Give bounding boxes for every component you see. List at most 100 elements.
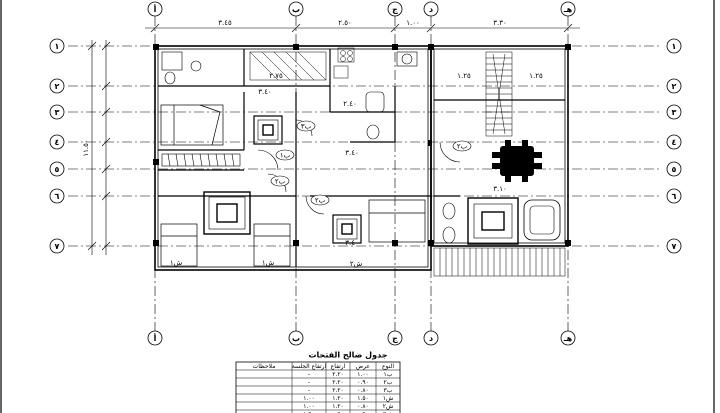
dining-table — [492, 140, 542, 182]
schedule-header-cell: النوع — [382, 363, 394, 370]
grid-label-horizontal: ٢ — [672, 82, 677, 91]
schedule-cell: ش١ — [383, 395, 394, 402]
grid-label-horizontal: ٣ — [55, 108, 60, 117]
grid-bubble-vertical — [288, 1, 304, 17]
schedule-cell: ١.٠٠ — [357, 371, 369, 378]
top-dimension-value: ١.٠٠ — [406, 19, 420, 27]
grid-bubble-vertical — [423, 330, 439, 346]
grid-bubble-vertical — [147, 330, 163, 346]
schedule-cell: ب٢ — [384, 379, 393, 386]
grid-label-horizontal: ٣ — [672, 108, 677, 117]
grid-label-vertical: د — [429, 5, 433, 14]
door-tag-label: ب٢ — [315, 197, 326, 205]
schedule-title: جدول ضالح الفتحات — [309, 351, 388, 360]
schedule-cell: ٢.٢٠ — [332, 387, 344, 394]
interior-dimension-value: ٢.٤٠ — [343, 100, 357, 108]
top-dimension-value: ٢.٥٠ — [338, 19, 352, 27]
schedule-cell: ب٣ — [384, 387, 393, 394]
wardrobes — [161, 153, 241, 167]
grid-bubble-vertical — [423, 1, 439, 17]
grid-label-horizontal: ١ — [55, 42, 60, 51]
grid-label-vertical: أ — [154, 333, 157, 343]
grid-bubble-horizontal — [49, 238, 65, 254]
grid-bubble-horizontal — [49, 104, 65, 120]
grid-bubble-vertical — [387, 1, 403, 17]
door-tag — [452, 140, 472, 152]
schedule-cell: ش٣ — [383, 411, 394, 413]
schedule-cell: ١.٢٠ — [332, 395, 344, 402]
schedule-cell: ١.٠٠ — [303, 395, 315, 402]
beds — [160, 104, 426, 267]
door-tag-label: ب١ — [280, 152, 291, 160]
kitchen-counter — [249, 47, 355, 81]
grid-label-vertical: ج — [392, 5, 398, 14]
schedule-cell: - — [308, 387, 310, 394]
grid-label-horizontal: ٧ — [672, 242, 677, 251]
rugs — [203, 115, 561, 245]
grid-bubble-horizontal — [49, 78, 65, 94]
schedule-cell: ٠.٩٠ — [357, 379, 369, 386]
grid-label-horizontal: ٦ — [672, 192, 677, 201]
interior-dimension-value: ٣.٤٠ — [345, 149, 359, 157]
grid-bubble-horizontal — [49, 188, 65, 204]
schedule-cell: ٠.٦٠ — [332, 411, 344, 413]
top-dimension-line — [145, 23, 580, 33]
left-dimension-lines — [87, 40, 111, 255]
grid-bubble-vertical — [560, 330, 576, 346]
grid-bubble-horizontal — [666, 38, 682, 54]
grid-label-vertical: ب — [292, 5, 300, 14]
schedule-header-cell: ملاحظات — [253, 363, 276, 370]
grid-label-vertical: ج — [392, 334, 398, 343]
door-tag — [310, 194, 330, 206]
top-dimension-value: ٣.٤٥ — [218, 19, 232, 27]
grid-bubble-horizontal — [666, 78, 682, 94]
grid-label-vertical: هـ — [563, 5, 573, 14]
grid-bubble-horizontal — [666, 238, 682, 254]
grid-bubble-vertical — [288, 330, 304, 346]
grid-label-horizontal: ٥ — [55, 165, 60, 174]
schedule-cell: ش٢ — [383, 403, 394, 410]
schedule-cell: ب١ — [384, 371, 393, 378]
schedule-cell: ٠.٨٠ — [357, 403, 369, 410]
schedule-cell: ١.٥٠ — [357, 395, 369, 402]
schedule-header-cell: ارتفاع الجلسة — [292, 363, 327, 370]
interior-dimension-value: ٣.٤٠ — [258, 88, 272, 96]
structural-columns — [153, 44, 571, 246]
interior-dimension-value: ١.٢٥ — [457, 72, 471, 80]
schedule-cell: ١.٠٠ — [303, 403, 315, 410]
bathroom-fixtures — [161, 51, 456, 244]
window-tag-label: ش١ — [170, 259, 182, 267]
grid-label-vertical: هـ — [563, 334, 573, 343]
grid-label-vertical: د — [429, 334, 433, 343]
top-dimension-value: ٣.٣٠ — [493, 19, 507, 27]
total-dimension-value: ١١.٥٠ — [82, 139, 90, 156]
window-tag-label: ش٢ — [350, 260, 362, 268]
schedule-cell: ٢.٢٠ — [332, 379, 344, 386]
door-tag-label: ب٣ — [301, 123, 312, 131]
door-tag-label: ب٢ — [457, 143, 468, 151]
door-tag — [296, 120, 316, 132]
door-tag — [275, 149, 295, 161]
schedule-cell: ١.٦٠ — [303, 411, 315, 413]
grid-bubble-vertical — [387, 330, 403, 346]
horizontal-grid-lines — [68, 45, 662, 247]
grid-label-horizontal: ٤ — [672, 138, 677, 147]
schedule-cell: - — [308, 379, 310, 386]
grid-bubble-horizontal — [49, 161, 65, 177]
grid-bubble-horizontal — [666, 188, 682, 204]
schedule-cell: ٠.٨٠ — [357, 387, 369, 394]
grid-bubble-horizontal — [666, 104, 682, 120]
grid-bubble-horizontal — [49, 134, 65, 150]
schedule-cell: ٠.٦٠ — [357, 411, 369, 413]
grid-label-horizontal: ٧ — [55, 242, 60, 251]
grid-bubble-vertical — [560, 1, 576, 17]
schedule-cell: - — [308, 371, 310, 378]
window-tag-label: ش١ — [262, 259, 274, 267]
schedule-cell: ١.٢٠ — [332, 403, 344, 410]
grid-label-vertical: ب — [292, 334, 300, 343]
